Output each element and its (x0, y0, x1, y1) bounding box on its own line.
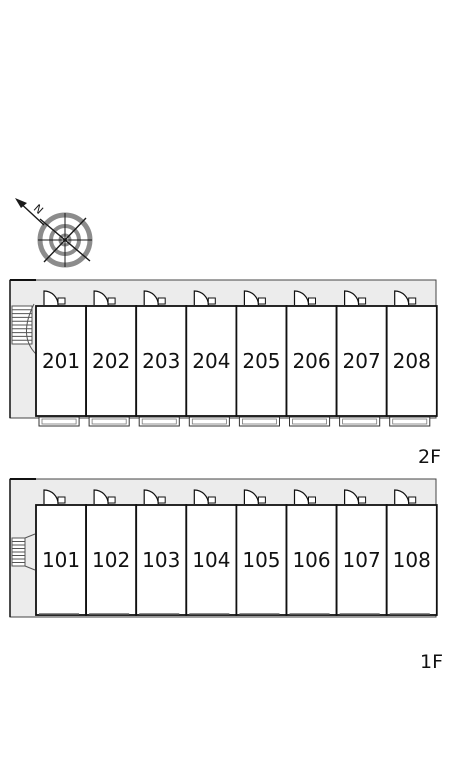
unit-207: 207 (335, 290, 388, 427)
meter-box-icon (358, 496, 367, 504)
compass-rose-icon: N (15, 198, 93, 268)
unit-number: 106 (292, 548, 330, 572)
unit-room (135, 504, 188, 616)
unit-202: 202 (85, 290, 138, 427)
unit-102: 102 (85, 489, 138, 616)
staircase (11, 533, 36, 571)
unit-number: 204 (192, 349, 230, 373)
unit-108: 108 (385, 489, 438, 616)
balcony (138, 416, 180, 427)
meter-box-icon (107, 496, 116, 504)
meter-box-icon (57, 496, 66, 504)
floor-label-1f: 1F (420, 651, 444, 673)
balcony-inner (91, 418, 127, 425)
balcony-inner (342, 418, 378, 425)
unit-101: 101 (35, 489, 87, 616)
stair-rail (24, 533, 36, 539)
unit-205: 205 (235, 290, 288, 427)
unit-107: 107 (335, 489, 388, 616)
balcony-inner (141, 418, 177, 425)
unit-room (335, 504, 388, 616)
unit-208: 208 (385, 290, 438, 427)
balcony (238, 416, 280, 427)
balcony (289, 416, 331, 427)
stair-rail (24, 565, 36, 571)
balcony-inner (392, 418, 428, 425)
unit-204: 204 (185, 290, 238, 427)
unit-106: 106 (285, 489, 338, 616)
stair-curve (26, 303, 37, 355)
floor-label-2f: 2F (418, 446, 442, 468)
meter-box-icon (257, 297, 266, 305)
balcony-inner (41, 418, 77, 425)
unit-number: 102 (92, 548, 130, 572)
balcony (38, 416, 80, 427)
unit-105: 105 (235, 489, 288, 616)
meter-box-icon (207, 496, 216, 504)
meter-box-icon (257, 496, 266, 504)
unit-room (185, 504, 238, 616)
unit-203: 203 (135, 290, 188, 427)
unit-room (85, 305, 138, 417)
meter-box-icon (308, 297, 316, 305)
meter-box-icon (408, 297, 417, 305)
unit-room (385, 504, 438, 616)
balcony (88, 416, 130, 427)
unit-206: 206 (285, 290, 338, 427)
unit-number: 107 (343, 548, 381, 572)
unit-104: 104 (185, 489, 238, 616)
unit-103: 103 (135, 489, 188, 616)
unit-room (285, 305, 338, 417)
unit-room (235, 305, 288, 417)
balcony-inner (292, 418, 327, 425)
balcony (188, 416, 230, 427)
unit-number: 203 (142, 349, 180, 373)
meter-box-icon (57, 297, 66, 305)
balcony (339, 416, 381, 427)
unit-room (35, 504, 87, 616)
staircase (11, 303, 37, 355)
unit-number: 105 (242, 548, 280, 572)
floor-2f: 201 202 203 204 205 206 207 208 (9, 279, 438, 427)
meter-box-icon (207, 297, 216, 305)
balcony-inner (241, 418, 277, 425)
meter-box-icon (157, 297, 166, 305)
unit-room (335, 305, 388, 417)
balcony-inner (191, 418, 227, 425)
unit-number: 207 (343, 349, 381, 373)
unit-number: 202 (92, 349, 130, 373)
unit-number: 208 (393, 349, 431, 373)
north-arrow-icon (15, 198, 27, 208)
unit-number: 101 (42, 548, 80, 572)
meter-box-icon (157, 496, 166, 504)
unit-number: 201 (42, 349, 80, 373)
meter-box-icon (107, 297, 116, 305)
unit-number: 103 (142, 548, 180, 572)
unit-room (385, 305, 438, 417)
unit-number: 104 (192, 548, 230, 572)
meter-box-icon (308, 496, 316, 504)
unit-201: 201 (35, 290, 87, 427)
floor-1f: 101 102 103 104 105 106 107 108 (9, 478, 438, 618)
meter-box-icon (358, 297, 367, 305)
unit-number: 205 (242, 349, 280, 373)
unit-number: 108 (393, 548, 431, 572)
unit-room (285, 504, 338, 616)
unit-room (235, 504, 288, 616)
balcony (389, 416, 431, 427)
meter-box-icon (408, 496, 417, 504)
unit-number: 206 (292, 349, 330, 373)
